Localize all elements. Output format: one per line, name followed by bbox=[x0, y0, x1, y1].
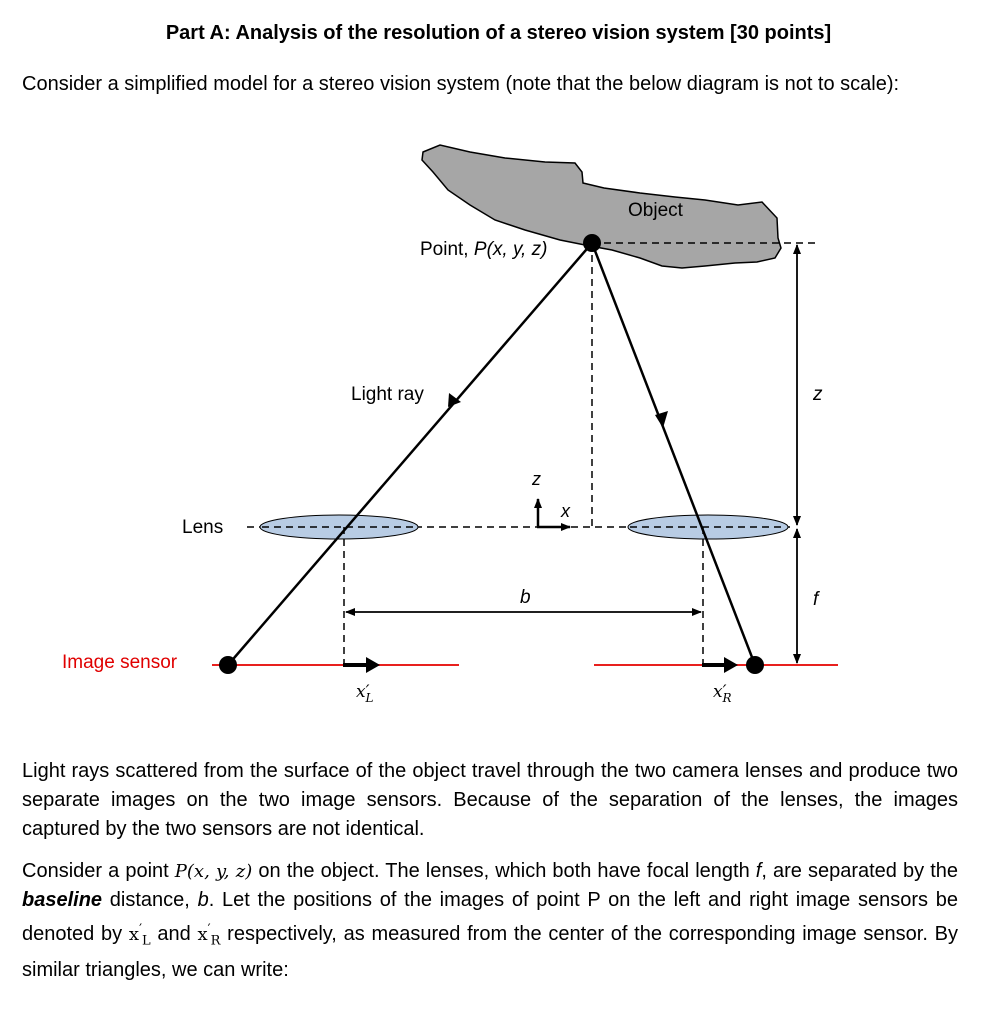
point-p-dot bbox=[583, 234, 601, 252]
math-xr: x′R bbox=[197, 922, 221, 949]
left-light-ray bbox=[227, 242, 593, 666]
xl-label: x′L bbox=[356, 682, 373, 705]
left-image-dot bbox=[219, 656, 237, 674]
paragraph-similar-triangles: Consider a point P(x, y, z) on the objec… bbox=[22, 860, 959, 981]
right-light-ray bbox=[590, 242, 757, 666]
distance-z-label: z bbox=[812, 384, 823, 405]
paragraph-light-rays: Light rays scattered from the surface of… bbox=[22, 760, 958, 840]
section-heading: Part A: Analysis of the resolution of a … bbox=[165, 22, 832, 44]
object-shape bbox=[421, 144, 782, 269]
axis-z-label: z bbox=[531, 469, 541, 489]
intro-paragraph: Consider a simplified model for a stereo… bbox=[22, 73, 900, 95]
lens-label: Lens bbox=[182, 517, 223, 538]
image-sensor-label: Image sensor bbox=[62, 652, 178, 673]
light-ray-label: Light ray bbox=[351, 384, 424, 405]
axis-x-label: x bbox=[560, 501, 571, 521]
right-image-dot bbox=[746, 656, 764, 674]
point-p-label: Point, P(x, y, z) bbox=[420, 239, 547, 260]
math-xl: x′L bbox=[128, 922, 151, 949]
focal-f-label: f bbox=[813, 589, 820, 610]
object-label: Object bbox=[628, 200, 684, 221]
stereo-vision-diagram: Object Lens Image sensor Light ray Point… bbox=[62, 144, 838, 705]
xr-label: x′R bbox=[713, 682, 732, 705]
baseline-label: b bbox=[520, 587, 531, 608]
math-point-p: P(x, y, z) bbox=[174, 861, 253, 882]
